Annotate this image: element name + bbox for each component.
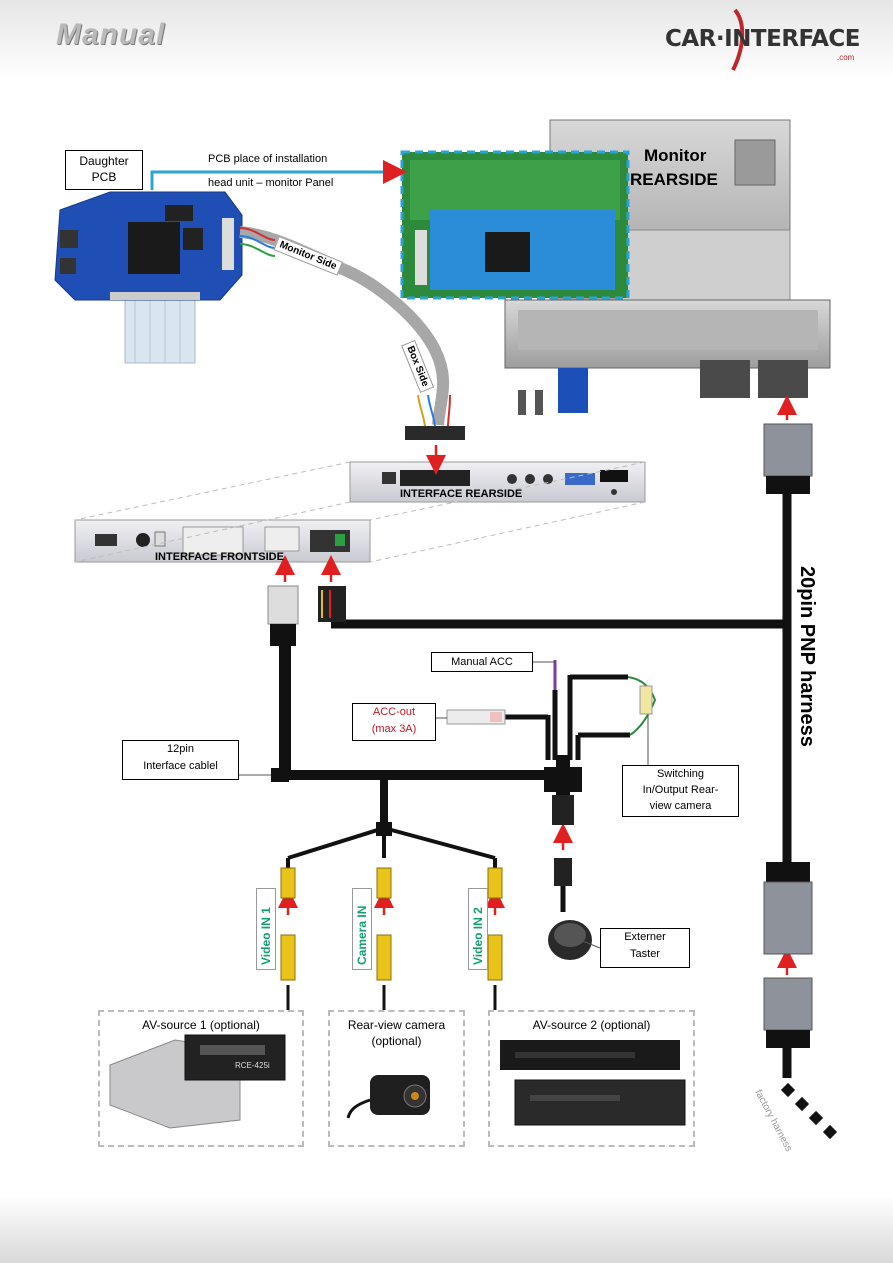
interface-rearside-label: INTERFACE REARSIDE [400,488,523,500]
rear-camera-optional: (optional) [371,1034,422,1048]
rear-camera-image [346,1075,430,1119]
brand-logo: CAR·INTERFACE .com [665,8,865,76]
av-source-1-image [109,1034,286,1129]
interface-cable-pins: 12pin [167,743,194,755]
externer-taster-image [548,920,592,960]
switching-label: Switching In/Output Rear- view camera [622,765,739,817]
externer-line-2: Taster [630,948,660,960]
harness-cables [279,494,792,1078]
logo-text: CAR·INTERFACE [665,26,861,52]
interface-cable-name: Interface cablel [143,760,218,772]
switching-wire [627,676,657,736]
video-in-2-label: Video IN 2 [468,888,488,970]
av-source-2-image [500,1040,686,1126]
interface-rearside-image [349,461,646,503]
video-in-1-label: Video IN 1 [256,888,276,970]
av-source-1-title: AV-source 1 (optional) [142,1018,260,1032]
connection-arrows [275,395,797,975]
manual-acc-label: Manual ACC [431,652,533,672]
daughter-pcb-label: Daughter PCB [65,150,143,190]
externer-taster-label: Externer Taster [600,928,690,968]
switching-fuse [639,685,653,715]
logo-sub: .com [837,53,855,62]
camera-in-label: Camera IN [352,888,372,970]
footer-band [0,1195,893,1263]
pcb-place-label-2: head unit – monitor Panel [208,177,334,189]
pcb-place-label-1: PCB place of installation [208,153,328,165]
acc-out-text: ACC-out [372,706,416,718]
daughter-pcb-image [54,191,243,364]
switching-line-1: Switching [656,768,705,780]
acc-out-max: (max 3A) [371,723,417,735]
rear-camera-title: Rear-view camera [347,1018,446,1032]
page-title: Manual [56,18,166,51]
interface-cable-label: 12pin Interface cablel [122,740,239,780]
monitor-rearside-label-2: REARSIDE [630,170,718,189]
rear-camera-box: Rear-view camera (optional) [328,1010,465,1147]
switching-line-3: view camera [649,800,712,812]
zoom-guides [74,461,646,563]
interface-frontside-label: INTERFACE FRONTSIDE [155,551,284,563]
cable-splice [271,768,289,782]
frontside-plugs [267,585,346,646]
rca-plugs [280,867,503,981]
av-source-2-box: AV-source 2 (optional) [488,1010,695,1147]
externer-line-1: Externer [624,931,666,943]
pnp-connectors [763,423,813,1048]
acc-out-label: ACC-out (max 3A) [352,703,436,741]
interface-frontside-image [74,519,371,563]
switching-line-2: In/Output Rear- [642,784,719,796]
taster-plugs [552,795,574,886]
factory-harness-dots [780,1082,838,1140]
header-band [0,0,893,80]
leader-lines [238,661,649,949]
cable-split [376,822,392,836]
pcb-installation-photo [400,150,630,300]
av-source-1-box: AV-source 1 (optional) [98,1010,304,1147]
av-source-2-title: AV-source 2 (optional) [532,1018,651,1032]
device-model-label: RCE-425i [235,1061,270,1070]
logo-swoosh-icon [731,8,745,71]
pnp-harness-label: 20pin PNP harness [796,566,818,747]
acc-out-plug [446,709,506,725]
monitor-rearside-label-1: Monitor [644,146,707,165]
junction-block [544,767,582,792]
pcb-location-arrow [150,160,407,190]
